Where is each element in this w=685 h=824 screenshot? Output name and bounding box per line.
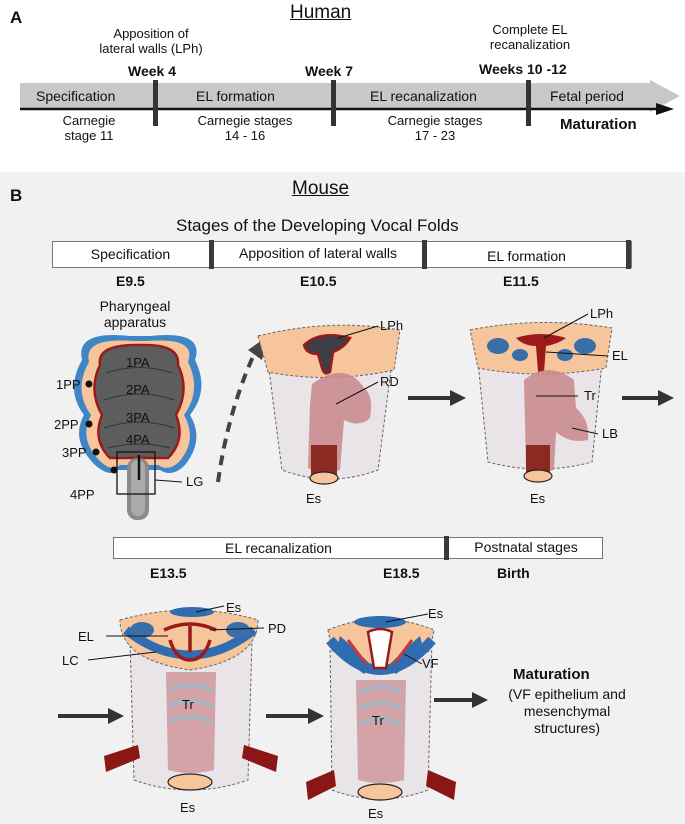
label-es-e18-top: Es — [428, 606, 444, 621]
label-es: Es — [306, 491, 322, 506]
stage-divider — [444, 536, 449, 560]
stage-divider — [422, 240, 427, 269]
pouch-1pp: 1PP — [56, 377, 81, 392]
stage-e9-5: E9.5 — [116, 273, 145, 289]
label-tr-e18: Tr — [372, 713, 384, 728]
label-es-e13-bottom: Es — [180, 800, 196, 815]
stage-birth: Birth — [497, 565, 530, 581]
label-vf: VF — [422, 656, 439, 671]
stage-e10-5: E10.5 — [300, 273, 337, 289]
carnegie-11: Carnegie stage 11 — [62, 113, 116, 143]
mouse-stage-el-formation: EL formation — [487, 248, 566, 264]
bar-fetal-period: Fetal period — [550, 88, 624, 104]
label-tr-e13: Tr — [182, 697, 194, 712]
pharyngeal-apparatus-label: Pharyngeal apparatus — [99, 298, 171, 330]
panel-b-subtitle: Stages of the Developing Vocal Folds — [176, 216, 459, 235]
stage-divider — [209, 240, 214, 269]
mouse-maturation-description: (VF epithelium and mesenchymal structure… — [508, 686, 626, 736]
human-maturation: Maturation — [560, 116, 637, 133]
label-lph-e11: LPh — [590, 306, 614, 321]
human-timeline-arrow — [20, 80, 680, 126]
arch-2pa: 2PA — [126, 382, 150, 397]
weeks10-12-label: Weeks 10 -12 — [479, 61, 567, 77]
label-lb: LB — [602, 426, 618, 441]
stage-e13-5: E13.5 — [150, 565, 187, 581]
arch-3pa: 3PA — [126, 410, 150, 425]
panel-b-title: Mouse — [292, 178, 350, 199]
mouse-stage-el-recanalization: EL recanalization — [225, 540, 332, 556]
mouse-stage-apposition: Apposition of lateral walls — [239, 245, 397, 261]
complete-recanalization-note: Complete EL recanalization — [489, 22, 571, 52]
mouse-stage-specification: Specification — [90, 246, 171, 262]
label-es-e11: Es — [530, 491, 546, 506]
panel-b-letter: B — [10, 186, 23, 205]
label-es-e13-top: Es — [226, 600, 242, 615]
carnegie-17-23: Carnegie stages 17 - 23 — [387, 113, 483, 143]
pouch-2pp: 2PP — [54, 417, 79, 432]
label-lc: LC — [62, 653, 79, 668]
bar-specification: Specification — [36, 88, 116, 104]
label-tr-e11: Tr — [584, 388, 596, 403]
week4-label: Week 4 — [128, 63, 176, 79]
label-el-e11: EL — [612, 348, 628, 363]
panel-a-title: Human — [290, 2, 352, 23]
label-lg: LG — [186, 474, 204, 489]
arch-1pa: 1PA — [126, 355, 150, 370]
bar-el-formation: EL formation — [196, 88, 275, 104]
mouse-stage-bar-1 — [52, 241, 632, 268]
label-lph: LPh — [380, 318, 404, 333]
pouch-4pp: 4PP — [70, 487, 95, 502]
bar-el-recanalization: EL recanalization — [370, 88, 477, 104]
arch-4pa: 4PA — [126, 432, 150, 447]
label-el-e13: EL — [78, 629, 94, 644]
label-rd: RD — [380, 374, 399, 389]
pouch-3pp: 3PP — [62, 445, 87, 460]
week7-label: Week 7 — [305, 63, 353, 79]
label-es-e18-bottom: Es — [368, 806, 384, 821]
apposition-note: Apposition of lateral walls (LPh) — [99, 26, 203, 56]
stage-e18-5: E18.5 — [383, 565, 420, 581]
mouse-maturation-title: Maturation — [513, 666, 590, 683]
stage-divider — [626, 240, 631, 269]
stage-e11-5: E11.5 — [503, 273, 539, 289]
label-pd: PD — [268, 621, 287, 636]
mouse-stage-bar-2 — [113, 537, 603, 559]
panel-a-letter: A — [10, 8, 23, 27]
carnegie-14-16: Carnegie stages 14 - 16 — [197, 113, 293, 143]
mouse-stage-postnatal: Postnatal stages — [474, 539, 578, 555]
